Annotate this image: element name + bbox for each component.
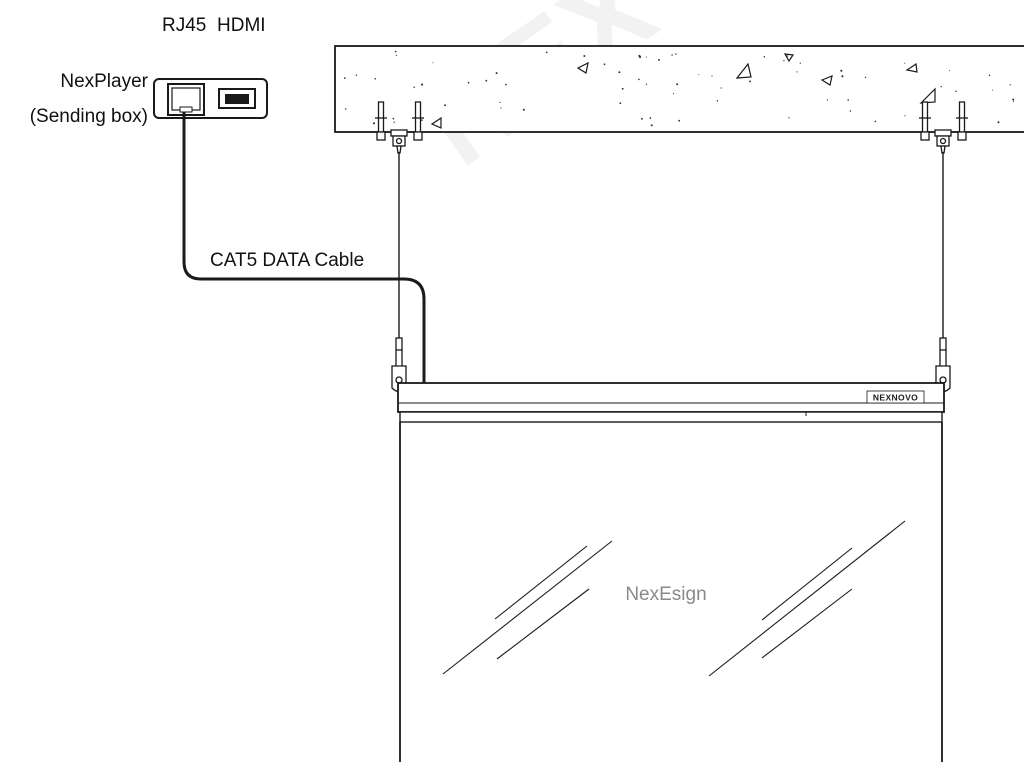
cable-label: CAT5 DATA Cable <box>210 250 364 271</box>
display-top-rail: NEXNOVO <box>397 382 945 423</box>
cat5-data-cable <box>182 112 426 383</box>
ceiling-anchors <box>375 101 968 154</box>
transparent-screen: NexEsign <box>399 422 943 762</box>
rj45-port-icon <box>167 83 205 116</box>
rj45-port-label: RJ45 <box>162 15 206 36</box>
ceiling-slab <box>334 45 1024 133</box>
brand-plate-text: NEXNOVO <box>873 393 918 403</box>
suspension-wires <box>398 152 944 345</box>
sending-box-subtitle: (Sending box) <box>30 106 148 127</box>
sending-box: RJ45 HDMI NexPlayer (Sending box) <box>30 15 268 127</box>
hdmi-port-label: HDMI <box>217 15 266 36</box>
brand-plate <box>866 390 925 404</box>
screen-label: NexEsign <box>625 584 706 605</box>
hdmi-port-icon <box>218 88 256 109</box>
glass-reflection-lines <box>442 520 906 677</box>
sending-box-name: NexPlayer <box>60 71 148 92</box>
